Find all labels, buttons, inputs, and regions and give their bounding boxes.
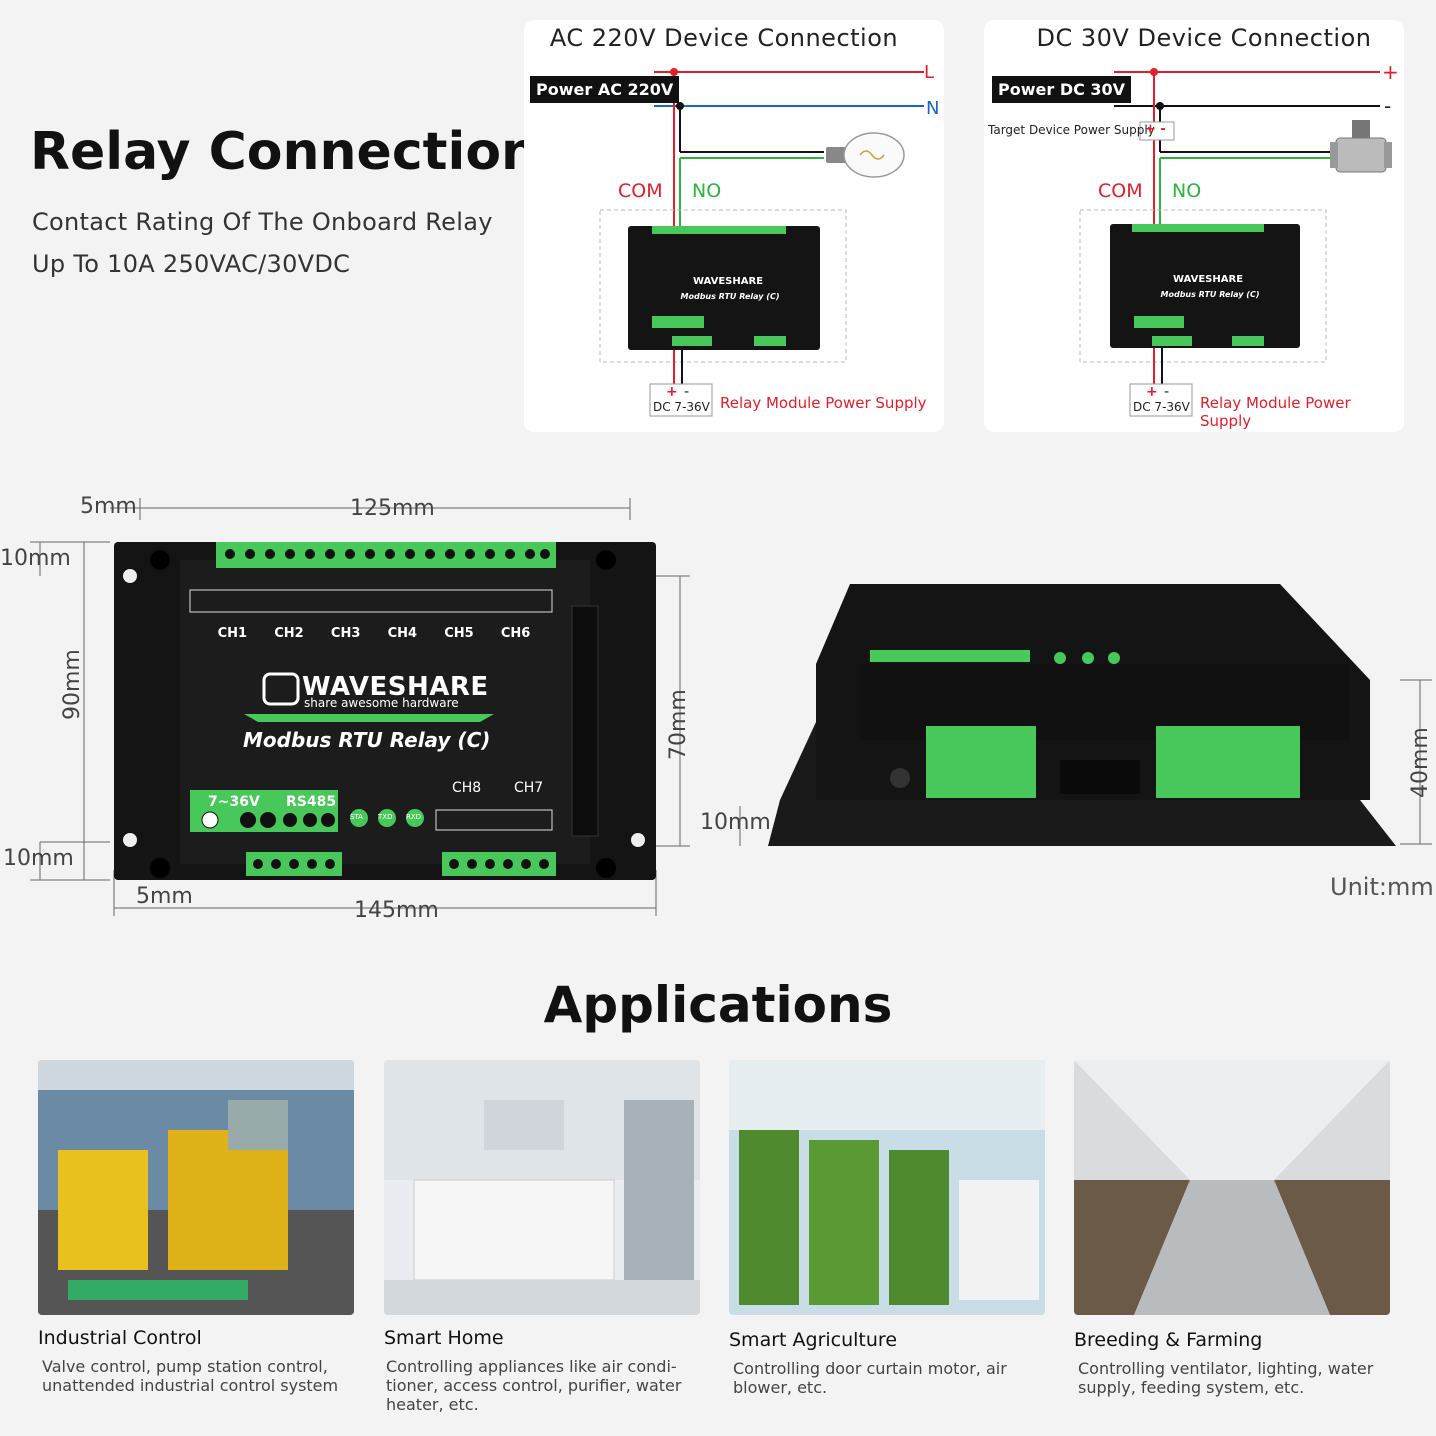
rating-line-1: Contact Rating Of The Onboard Relay (32, 208, 493, 236)
dc-power-label: Power DC 30V (992, 76, 1132, 103)
dc-psu-plus: + (1146, 384, 1158, 400)
ac-com-label: COM (618, 180, 663, 202)
app-title-farming: Breeding & Farming (1074, 1329, 1263, 1351)
ac-wiring-diagram (599, 68, 924, 417)
dim-top-margin: 5mm (80, 494, 137, 519)
dc-module-model: Modbus RTU Relay (C) (1160, 290, 1260, 299)
ch1-label: CH1 (217, 626, 248, 641)
ch3-label: CH3 (330, 626, 361, 641)
ch2-label: CH2 (274, 626, 304, 641)
ch6-label: CH6 (500, 626, 531, 641)
dc-wiring-diagram (1079, 68, 1392, 417)
front-view-diagram (30, 498, 690, 916)
smart-home-image (384, 1060, 700, 1315)
side-view-diagram (739, 584, 1432, 846)
dim-width-inner: 125mm (350, 496, 435, 521)
app-desc-farming: Controlling ventilator, lighting, water … (1078, 1359, 1374, 1397)
ch5-label: CH5 (444, 626, 474, 641)
line-l-label: L (924, 62, 935, 83)
dc-no-label: NO (1172, 180, 1202, 202)
target-supply-label: Target Device Power Supply (988, 123, 1155, 137)
ac-no-label: NO (692, 180, 722, 202)
dc-module-brand: WAVESHARE (1172, 274, 1244, 285)
app-desc-agriculture: Controlling door curtain motor, air blow… (733, 1359, 1007, 1397)
txd-led-label: TXD (378, 813, 393, 821)
ac-power-label: Power AC 220V (530, 76, 680, 103)
industrial-control-image (38, 1060, 354, 1315)
line-plus-label: + (1382, 60, 1399, 84)
channel-labels-top: CH1 CH2 CH3 CH4 CH5 CH6 (204, 626, 544, 641)
ac-module-model: Modbus RTU Relay (C) (680, 292, 780, 301)
dim-left-bottom: 10mm (3, 846, 74, 871)
light-bulb-icon (826, 132, 905, 178)
ac-psu-label: DC 7-36V (653, 400, 710, 414)
dc-panel-title: DC 30V Device Connection (1036, 24, 1372, 52)
ac-connection-panel: AC 220V Device Connection (524, 20, 944, 432)
app-title-industrial: Industrial Control (38, 1327, 202, 1349)
line-minus-label: - (1384, 94, 1392, 118)
dim-bottom-margin: 5mm (136, 884, 193, 909)
ac-panel-title: AC 220V Device Connection (549, 24, 899, 52)
line-n-label: N (926, 98, 940, 119)
ac-psu-plus: + (666, 384, 678, 400)
solenoid-valve-icon (1330, 120, 1392, 173)
unit-label: Unit:mm (1330, 873, 1434, 901)
dc-psu-minus: - (1164, 384, 1170, 400)
sta-led-label: STA (350, 813, 363, 821)
dim-side-height: 40mm (1408, 727, 1433, 798)
dim-height-inner: 70mm (666, 689, 691, 760)
page-title: Relay Connection (30, 122, 539, 182)
module-model: Modbus RTU Relay (C) (243, 728, 491, 752)
app-title-agriculture: Smart Agriculture (729, 1329, 898, 1351)
dim-height: 90mm (60, 649, 85, 720)
app-desc-smart-home: Controlling appliances like air condi- t… (386, 1357, 682, 1414)
app-card-farming: Breeding & Farming Controlling ventilato… (1074, 1060, 1390, 1397)
app-title-smart-home: Smart Home (384, 1327, 504, 1349)
ch4-label: CH4 (387, 626, 418, 641)
rs485-label: RS485 (286, 794, 337, 810)
dim-width-total: 145mm (354, 898, 439, 923)
dim-left-top: 10mm (0, 546, 71, 571)
target-supply-pm: + - (1145, 122, 1166, 137)
module-brand: WAVESHARE (302, 672, 489, 702)
rating-line-2: Up To 10A 250VAC/30VDC (32, 250, 351, 278)
ac-psu-minus: - (684, 384, 690, 400)
dc-com-label: COM (1098, 180, 1143, 202)
module-tagline: share awesome hardware (304, 696, 459, 710)
ch8-label: CH8 (452, 780, 482, 796)
ac-psu-caption: Relay Module Power Supply (720, 394, 927, 412)
ac-module-brand: WAVESHARE (692, 276, 764, 287)
dc-psu-caption: Relay Module Power Supply (1200, 394, 1351, 430)
dc-connection-panel: DC 30V Device Connection Power DC 30V + … (984, 20, 1404, 432)
dim-side-base: 10mm (700, 810, 771, 835)
rxd-led-label: RXD (406, 813, 422, 821)
app-card-industrial: Industrial Control Valve control, pump s… (38, 1060, 354, 1395)
ch7-label: CH7 (514, 780, 544, 796)
power-range-label: 7~36V (208, 794, 260, 810)
app-desc-industrial: Valve control, pump station control, una… (42, 1357, 339, 1395)
app-card-smart-home: Smart Home Controlling appliances like a… (384, 1060, 700, 1414)
dc-psu-label: DC 7-36V (1133, 400, 1190, 414)
app-card-agriculture: Smart Agriculture Controlling door curta… (729, 1060, 1045, 1397)
smart-agriculture-image (729, 1060, 1045, 1315)
applications-title: Applications (543, 976, 893, 1034)
breeding-farming-image (1074, 1060, 1390, 1315)
